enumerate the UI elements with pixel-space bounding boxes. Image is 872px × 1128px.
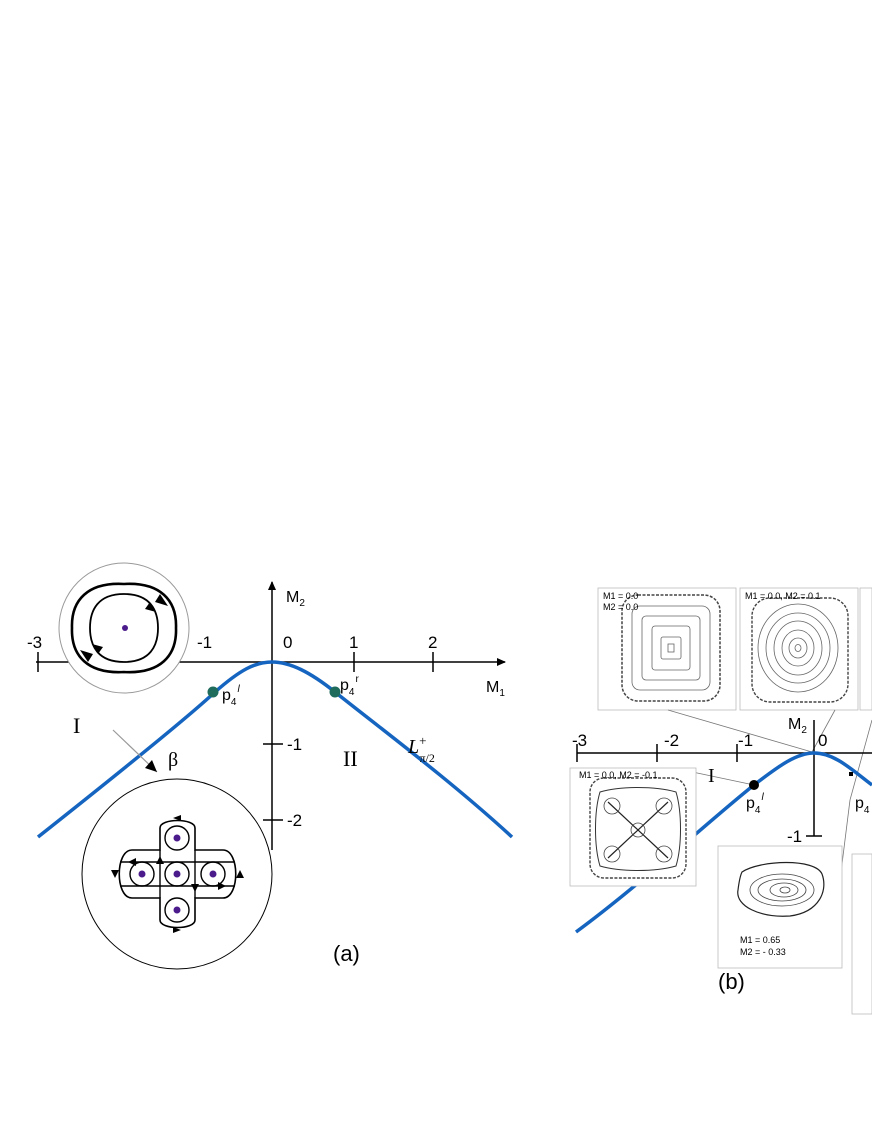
b-region-1-label: I (708, 765, 715, 787)
inset-2-line1: M1 = 0.0, M2 = 0.1 (745, 591, 821, 601)
tick-label-0: 0 (283, 633, 292, 652)
phase-portrait-bottom (81, 778, 273, 970)
dot-up (173, 834, 181, 842)
b-point-marker (849, 772, 853, 776)
b-label-p4-left: p4l (746, 792, 764, 816)
tick-label-neg1: -1 (197, 633, 212, 652)
point-p4-left (207, 686, 219, 698)
b-tick-neg3: -3 (572, 731, 587, 750)
tick-label-m2-neg1: -1 (287, 735, 302, 754)
dot-down (173, 906, 181, 914)
beta-label: β (168, 749, 178, 771)
b-tick-neg1: -1 (738, 731, 753, 750)
point-p4-right (329, 686, 341, 698)
b-tick-neg2: -2 (664, 731, 679, 750)
inset-4-line2: M2 = - 0.33 (740, 947, 786, 957)
b-point-p4-left (749, 780, 759, 790)
tick-label-m2-neg2: -2 (287, 811, 302, 830)
region-1-label: I (73, 713, 80, 738)
m1-axis-label: M1 (486, 679, 505, 699)
dot-top (122, 625, 128, 631)
panel-a: -3 -1 0 1 2 -1 -2 M2 M1 p4l p4r L+π/2 I … (27, 562, 514, 970)
inset-1-line2: M2 = 0.0 (603, 602, 638, 612)
b-label-p4-right: p4 (855, 795, 870, 816)
inset-edge-bottom (851, 853, 872, 1015)
phase-portrait-top (58, 562, 190, 694)
inset-3-line1: M1 = 0.0, M2 = -0.1 (579, 770, 658, 780)
inset-4: M1 = 0.65 M2 = - 0.33 (717, 845, 843, 969)
b-tick-0: 0 (818, 731, 827, 750)
inset-2: M1 = 0.0, M2 = 0.1 (739, 587, 859, 711)
tick-label-1: 1 (349, 633, 358, 652)
beta-arrowhead (145, 760, 157, 772)
inset-edge-top (859, 587, 872, 711)
tick-label-neg3: -3 (27, 633, 42, 652)
dot-center (173, 870, 181, 878)
dot-left (138, 870, 146, 878)
curve-l-pi2 (36, 660, 514, 839)
b-m2-axis-label: M2 (788, 716, 807, 736)
caption-b: (b) (718, 969, 745, 994)
m2-axis-label: M2 (286, 589, 305, 609)
inset-4-line1: M1 = 0.65 (740, 935, 780, 945)
tick-label-2: 2 (428, 633, 437, 652)
caption-a: (a) (333, 941, 360, 966)
label-p4-right: p4r (340, 674, 359, 698)
inset-1: M1 = 0.0 M2 = 0.0 (597, 587, 737, 711)
label-p4-left: p4l (222, 684, 240, 708)
panel-b: M1 = 0.0 M2 = 0.0 M1 = 0.0, M2 = 0.1 (569, 587, 872, 1015)
dot-right (209, 870, 217, 878)
b-tick-m2-neg1: -1 (787, 827, 802, 846)
inset-1-line1: M1 = 0.0 (603, 591, 638, 601)
curve-label: L+π/2 (407, 733, 435, 765)
region-2-label: II (343, 746, 358, 771)
inset-3: M1 = 0.0, M2 = -0.1 (569, 767, 697, 887)
